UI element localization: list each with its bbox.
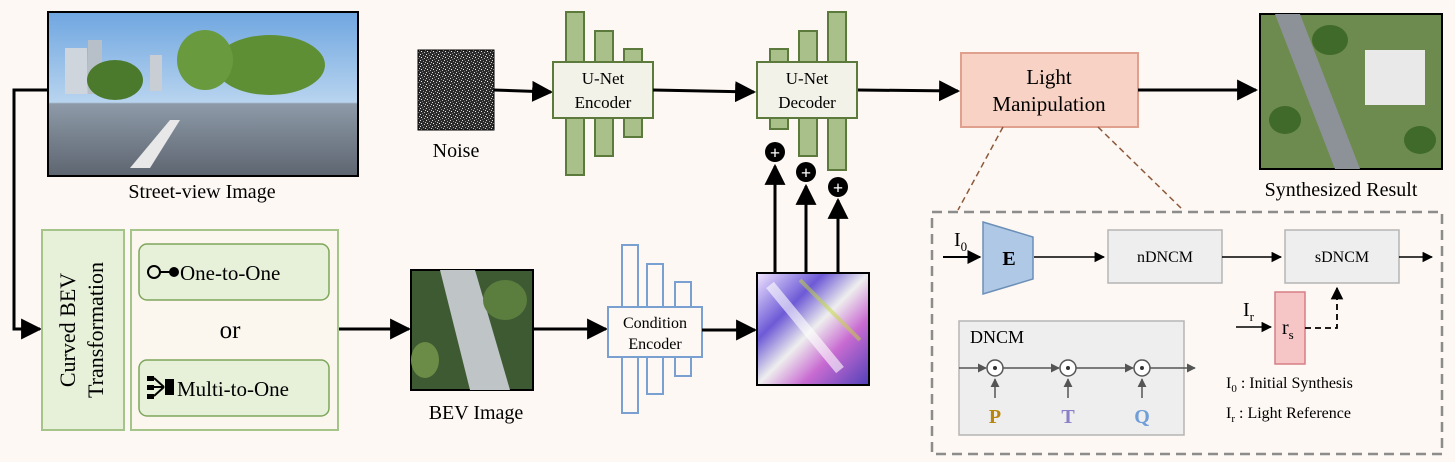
option-multi-to-one-label: Multi-to-One — [177, 377, 289, 401]
plus-circle-2: + — [796, 162, 816, 183]
transform-title-box — [41, 229, 125, 431]
multi-to-one-icon — [147, 376, 174, 399]
ndncm-label: nDNCM — [1137, 249, 1193, 266]
transform-title-line2: Transformation — [83, 262, 108, 398]
condition-feature-map — [756, 272, 870, 386]
street-to-transform-arrow — [12, 88, 48, 340]
ir-label: Ir — [1243, 299, 1255, 324]
dncm-box — [958, 320, 1185, 436]
condition-encoder-line1: Condition — [623, 315, 687, 332]
zoom-line-left — [957, 126, 1004, 211]
decoder-to-light-arrow — [857, 80, 961, 102]
e-encoder-block — [982, 220, 1034, 296]
rs-to-sdncm-arrow — [1305, 286, 1344, 329]
unet-decoder-line2: Decoder — [778, 93, 836, 112]
unet-encoder-line1: U-Net — [582, 69, 625, 88]
transform-title-line1: Curved BEV — [55, 273, 80, 387]
option-one-to-one-label: One-to-One — [180, 261, 280, 285]
ndncm-block — [1107, 229, 1223, 284]
light-line2: Manipulation — [992, 92, 1106, 116]
plus-circle-1: + — [765, 142, 785, 163]
encoder-to-decoder-arrow — [652, 81, 757, 103]
noise-to-encoder-arrow — [493, 80, 554, 102]
p-label: P — [989, 406, 1001, 428]
i0-label: I0 — [954, 229, 967, 254]
zoom-line-right — [1097, 126, 1184, 211]
unet-decoder-line1: U-Net — [786, 69, 829, 88]
light-manipulation-detail — [930, 210, 1444, 456]
t-label: T — [1061, 406, 1075, 428]
option-multi-to-one — [138, 359, 330, 417]
rs-block — [1274, 291, 1306, 365]
sdncm-label: sDNCM — [1315, 249, 1369, 266]
noise-image — [417, 49, 495, 131]
synthesized-result-image — [1259, 13, 1443, 170]
rs-label: rs — [1282, 317, 1294, 342]
bev-caption: BEV Image — [429, 402, 524, 424]
e-label: E — [1002, 248, 1015, 270]
noise-caption: Noise — [433, 140, 480, 162]
unet-encoder — [552, 11, 654, 176]
legend-light-reference: Ir : Light Reference — [1226, 405, 1351, 425]
synthesized-result-caption: Synthesized Result — [1265, 179, 1418, 201]
legend-initial-synthesis: I0 : Initial Synthesis — [1226, 375, 1353, 395]
unet-decoder — [756, 11, 858, 171]
condition-encoder-line2: Encoder — [628, 336, 682, 353]
plus-circle-3: + — [828, 177, 848, 198]
or-label: or — [220, 317, 242, 344]
unet-encoder-line2: Encoder — [575, 93, 632, 112]
light-manipulation-box — [960, 52, 1139, 128]
dncm-title: DNCM — [970, 327, 1024, 347]
sdncm-block — [1284, 229, 1400, 284]
street-view-image — [47, 11, 359, 177]
q-label: Q — [1134, 406, 1150, 428]
plus-label-1: + — [770, 143, 780, 163]
light-line1: Light — [1026, 65, 1072, 89]
option-one-to-one — [138, 243, 330, 301]
one-to-one-icon — [147, 265, 179, 279]
plus-label-2: + — [801, 163, 811, 183]
bev-image — [410, 269, 534, 391]
plus-label-3: + — [833, 178, 843, 198]
street-view-caption: Street-view Image — [128, 181, 275, 203]
condition-encoder — [607, 244, 703, 414]
